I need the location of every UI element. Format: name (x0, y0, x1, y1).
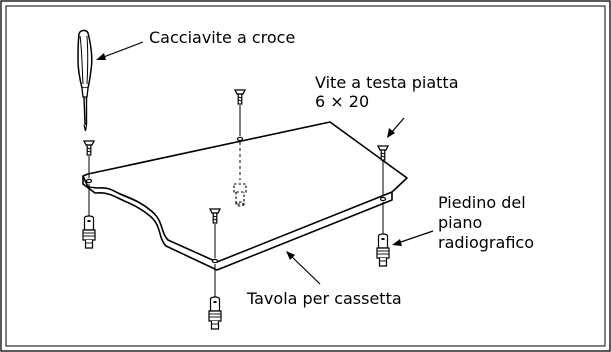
leader-flat-screw (387, 117, 405, 138)
cassette-table-plate-top (82, 121, 408, 263)
screw-left (82, 140, 96, 156)
cassette-table-plate-edge (82, 176, 393, 271)
foot-front (208, 296, 222, 330)
hole-right (379, 196, 387, 202)
screw-right (376, 145, 390, 161)
hole-top (236, 136, 244, 142)
plate-cutout-edge (117, 192, 156, 215)
leader-foot (392, 230, 434, 246)
leader-screwdriver (96, 41, 144, 60)
screw-front (208, 208, 222, 224)
leader-table (286, 251, 321, 285)
label-table-foot: Piedino del piano radiografico (438, 193, 534, 253)
foot-left (82, 215, 96, 249)
label-table-foot-line3: radiografico (438, 233, 534, 252)
label-flat-screw: Vite a testa piatta 6 × 20 (315, 73, 459, 111)
screw-top-center (233, 89, 247, 105)
label-flat-screw-line2: 6 × 20 (315, 92, 370, 111)
assembly-lines (88, 105, 384, 298)
inner-frame (5, 5, 606, 347)
label-table-foot-line2: piano (438, 213, 483, 232)
label-flat-screw-line1: Vite a testa piatta (315, 73, 459, 92)
hole-front (211, 258, 219, 264)
label-screwdriver: Cacciavite a croce (149, 28, 296, 47)
label-cassette-table: Tavola per cassetta (247, 289, 402, 308)
hidden-foot-center (233, 183, 247, 207)
label-table-foot-line1: Piedino del (438, 193, 526, 212)
foot-right (376, 233, 390, 267)
screwdriver-drawing (77, 29, 93, 132)
hole-left (85, 178, 93, 184)
